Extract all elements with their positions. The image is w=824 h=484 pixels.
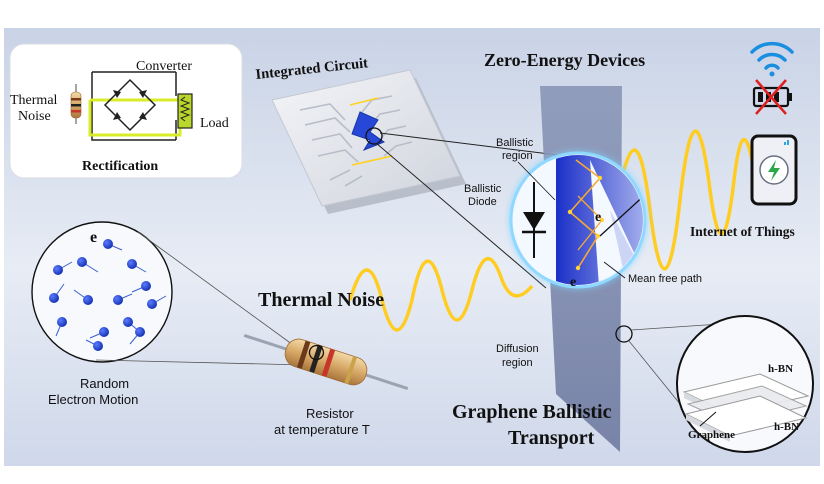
resistor-zoom-line-top bbox=[137, 231, 301, 351]
electron-label-upper: e bbox=[595, 210, 601, 225]
smartphone-icon bbox=[750, 134, 798, 206]
graphene-layer-label: Graphene bbox=[688, 429, 735, 441]
resistor-icon bbox=[243, 333, 409, 391]
random-motion-line2: Electron Motion bbox=[48, 392, 138, 407]
electron-particles bbox=[49, 239, 167, 351]
rectification-caption: Rectification bbox=[82, 159, 158, 174]
load-label: Load bbox=[200, 116, 229, 131]
electron-dot bbox=[57, 317, 67, 327]
electron-dot bbox=[127, 259, 137, 269]
zero-energy-devices-title: Zero-Energy Devices bbox=[484, 50, 645, 70]
rect-thermal-line2: Noise bbox=[18, 109, 51, 124]
electron-dot bbox=[147, 299, 157, 309]
electron-label-lower: e bbox=[570, 275, 576, 290]
ballistic-diode-line1: Ballistic bbox=[464, 183, 502, 195]
electron-dot bbox=[53, 265, 63, 275]
ballistic-region-line1: Ballistic bbox=[496, 137, 534, 149]
wave-signal-left bbox=[348, 257, 534, 332]
internet-of-things-label: Internet of Things bbox=[690, 224, 795, 239]
diffusion-region-line2: region bbox=[502, 357, 533, 369]
resistor-line1: Resistor bbox=[306, 406, 354, 421]
electron-dot bbox=[99, 327, 109, 337]
electron-dot bbox=[103, 239, 113, 249]
bridge-rectifier bbox=[103, 78, 157, 132]
random-motion-line1: Random bbox=[80, 376, 129, 391]
electron-dot bbox=[113, 295, 123, 305]
wave-signal-right bbox=[613, 129, 754, 271]
mean-free-path-label: Mean free path bbox=[628, 273, 702, 285]
electron-dot bbox=[77, 257, 87, 267]
resistor-zoom-line-bottom bbox=[95, 359, 306, 366]
ballistic-region-line2: region bbox=[502, 150, 533, 162]
electron-dot bbox=[49, 293, 59, 303]
battery-icon bbox=[752, 79, 792, 115]
rect-thermal-line1: Thermal bbox=[10, 93, 58, 108]
ic-zoom-circle bbox=[365, 127, 383, 145]
electron-dot bbox=[93, 341, 103, 351]
hbn-heterostructure-circle bbox=[676, 315, 814, 453]
hbn-top-label: h-BN bbox=[768, 363, 793, 375]
graphene-transport-line1: Graphene Ballistic bbox=[452, 401, 612, 423]
resistor-icon bbox=[70, 84, 82, 124]
electron-motion-circle: e bbox=[31, 221, 173, 363]
electron-dot bbox=[123, 317, 133, 327]
diode-icon bbox=[522, 182, 546, 258]
electron-dot bbox=[135, 327, 145, 337]
electron-motion-label: e bbox=[90, 229, 97, 246]
rectification-box bbox=[9, 43, 243, 179]
mean-free-path-pointer bbox=[603, 261, 626, 279]
diffusion-region-line1: Diffusion bbox=[496, 343, 539, 355]
ballistic-diode-line2: Diode bbox=[468, 196, 497, 208]
resistor-line2: at temperature T bbox=[274, 422, 370, 437]
ic-zoom-line-bottom bbox=[375, 142, 547, 289]
rectification-inset: Thermal Noise Converter Load Rectificati… bbox=[9, 43, 243, 179]
thermal-noise-title: Thermal Noise bbox=[258, 289, 384, 311]
graphene-zoom-circle bbox=[615, 325, 633, 343]
ballistic-region-pointer bbox=[517, 161, 556, 201]
hbn-bottom-label: h-BN bbox=[774, 421, 799, 433]
converter-label: Converter bbox=[136, 59, 192, 74]
diode-icon bbox=[113, 90, 147, 120]
electron-dot bbox=[83, 295, 93, 305]
electron-dot bbox=[141, 281, 151, 291]
wifi-icon bbox=[750, 41, 794, 77]
graphene-transport-line2: Transport bbox=[508, 427, 595, 449]
